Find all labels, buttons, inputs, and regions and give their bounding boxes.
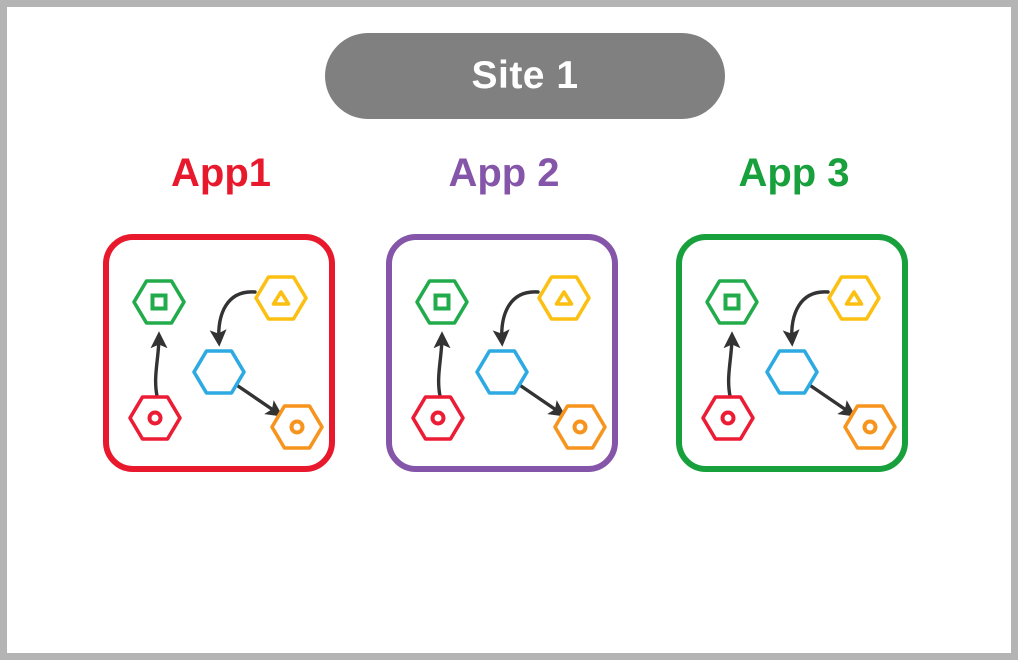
green-hexagon-square[interactable] [705, 279, 759, 325]
orange-hexagon-circle[interactable] [843, 404, 897, 450]
edge-blue-to-orange [519, 384, 566, 417]
app-graph [128, 275, 324, 450]
inner-triangle-icon [844, 290, 864, 306]
app-title-3: App 3 [738, 151, 850, 195]
hexagon-outline [705, 279, 759, 325]
green-hexagon-square[interactable] [415, 279, 469, 325]
hexagon-outline [843, 404, 897, 450]
yellow-hexagon-triangle[interactable] [537, 275, 591, 321]
hexagon-outline [411, 395, 465, 441]
blue-hexagon-empty[interactable] [765, 349, 819, 395]
inner-circle-icon [289, 419, 305, 435]
edge-blue-to-orange [236, 384, 283, 417]
edge-red-to-green [723, 331, 741, 398]
hexagon-outline [765, 349, 819, 395]
app-box-2[interactable] [386, 234, 618, 472]
hexagon-outline [553, 404, 607, 450]
inner-circle-icon [862, 419, 878, 435]
app-box-3[interactable] [676, 234, 908, 472]
app-box-1[interactable] [103, 234, 335, 472]
red-hexagon-circle[interactable] [411, 395, 465, 441]
inner-triangle-icon [271, 290, 291, 306]
hexagon-outline [132, 279, 186, 325]
edge-yellow-to-blue [492, 290, 540, 347]
edge-red-to-green [150, 331, 168, 398]
red-hexagon-circle[interactable] [701, 395, 755, 441]
app-column-2: App 2 [386, 153, 622, 472]
app-column-3: App 3 [676, 153, 912, 472]
red-hexagon-circle[interactable] [128, 395, 182, 441]
yellow-hexagon-triangle[interactable] [827, 275, 881, 321]
inner-circle-icon [572, 419, 588, 435]
yellow-hexagon-triangle[interactable] [254, 275, 308, 321]
site-title: Site 1 [471, 54, 579, 97]
blue-hexagon-empty[interactable] [475, 349, 529, 395]
inner-square-icon [723, 293, 741, 311]
inner-circle-icon [720, 410, 736, 426]
inner-circle-icon [147, 410, 163, 426]
edge-red-to-green [433, 331, 451, 398]
site-pill: Site 1 [325, 33, 725, 119]
inner-triangle-icon [554, 290, 574, 306]
hexagon-outline [254, 275, 308, 321]
app-title-2: App 2 [448, 151, 560, 195]
hexagon-outline [415, 279, 469, 325]
orange-hexagon-circle[interactable] [270, 404, 324, 450]
app-column-1: App1 [103, 153, 339, 472]
edge-yellow-to-blue [209, 290, 257, 347]
inner-square-icon [150, 293, 168, 311]
hexagon-outline [192, 349, 246, 395]
orange-hexagon-circle[interactable] [553, 404, 607, 450]
green-hexagon-square[interactable] [132, 279, 186, 325]
hexagon-outline [827, 275, 881, 321]
app-title-1: App1 [171, 151, 271, 195]
hexagon-outline [537, 275, 591, 321]
inner-square-icon [433, 293, 451, 311]
app-graph [411, 275, 607, 450]
hexagon-outline [701, 395, 755, 441]
blue-hexagon-empty[interactable] [192, 349, 246, 395]
app-graph [701, 275, 897, 450]
hexagon-outline [475, 349, 529, 395]
inner-circle-icon [430, 410, 446, 426]
edge-blue-to-orange [809, 384, 856, 417]
edge-yellow-to-blue [782, 290, 830, 347]
hexagon-outline [128, 395, 182, 441]
hexagon-outline [270, 404, 324, 450]
